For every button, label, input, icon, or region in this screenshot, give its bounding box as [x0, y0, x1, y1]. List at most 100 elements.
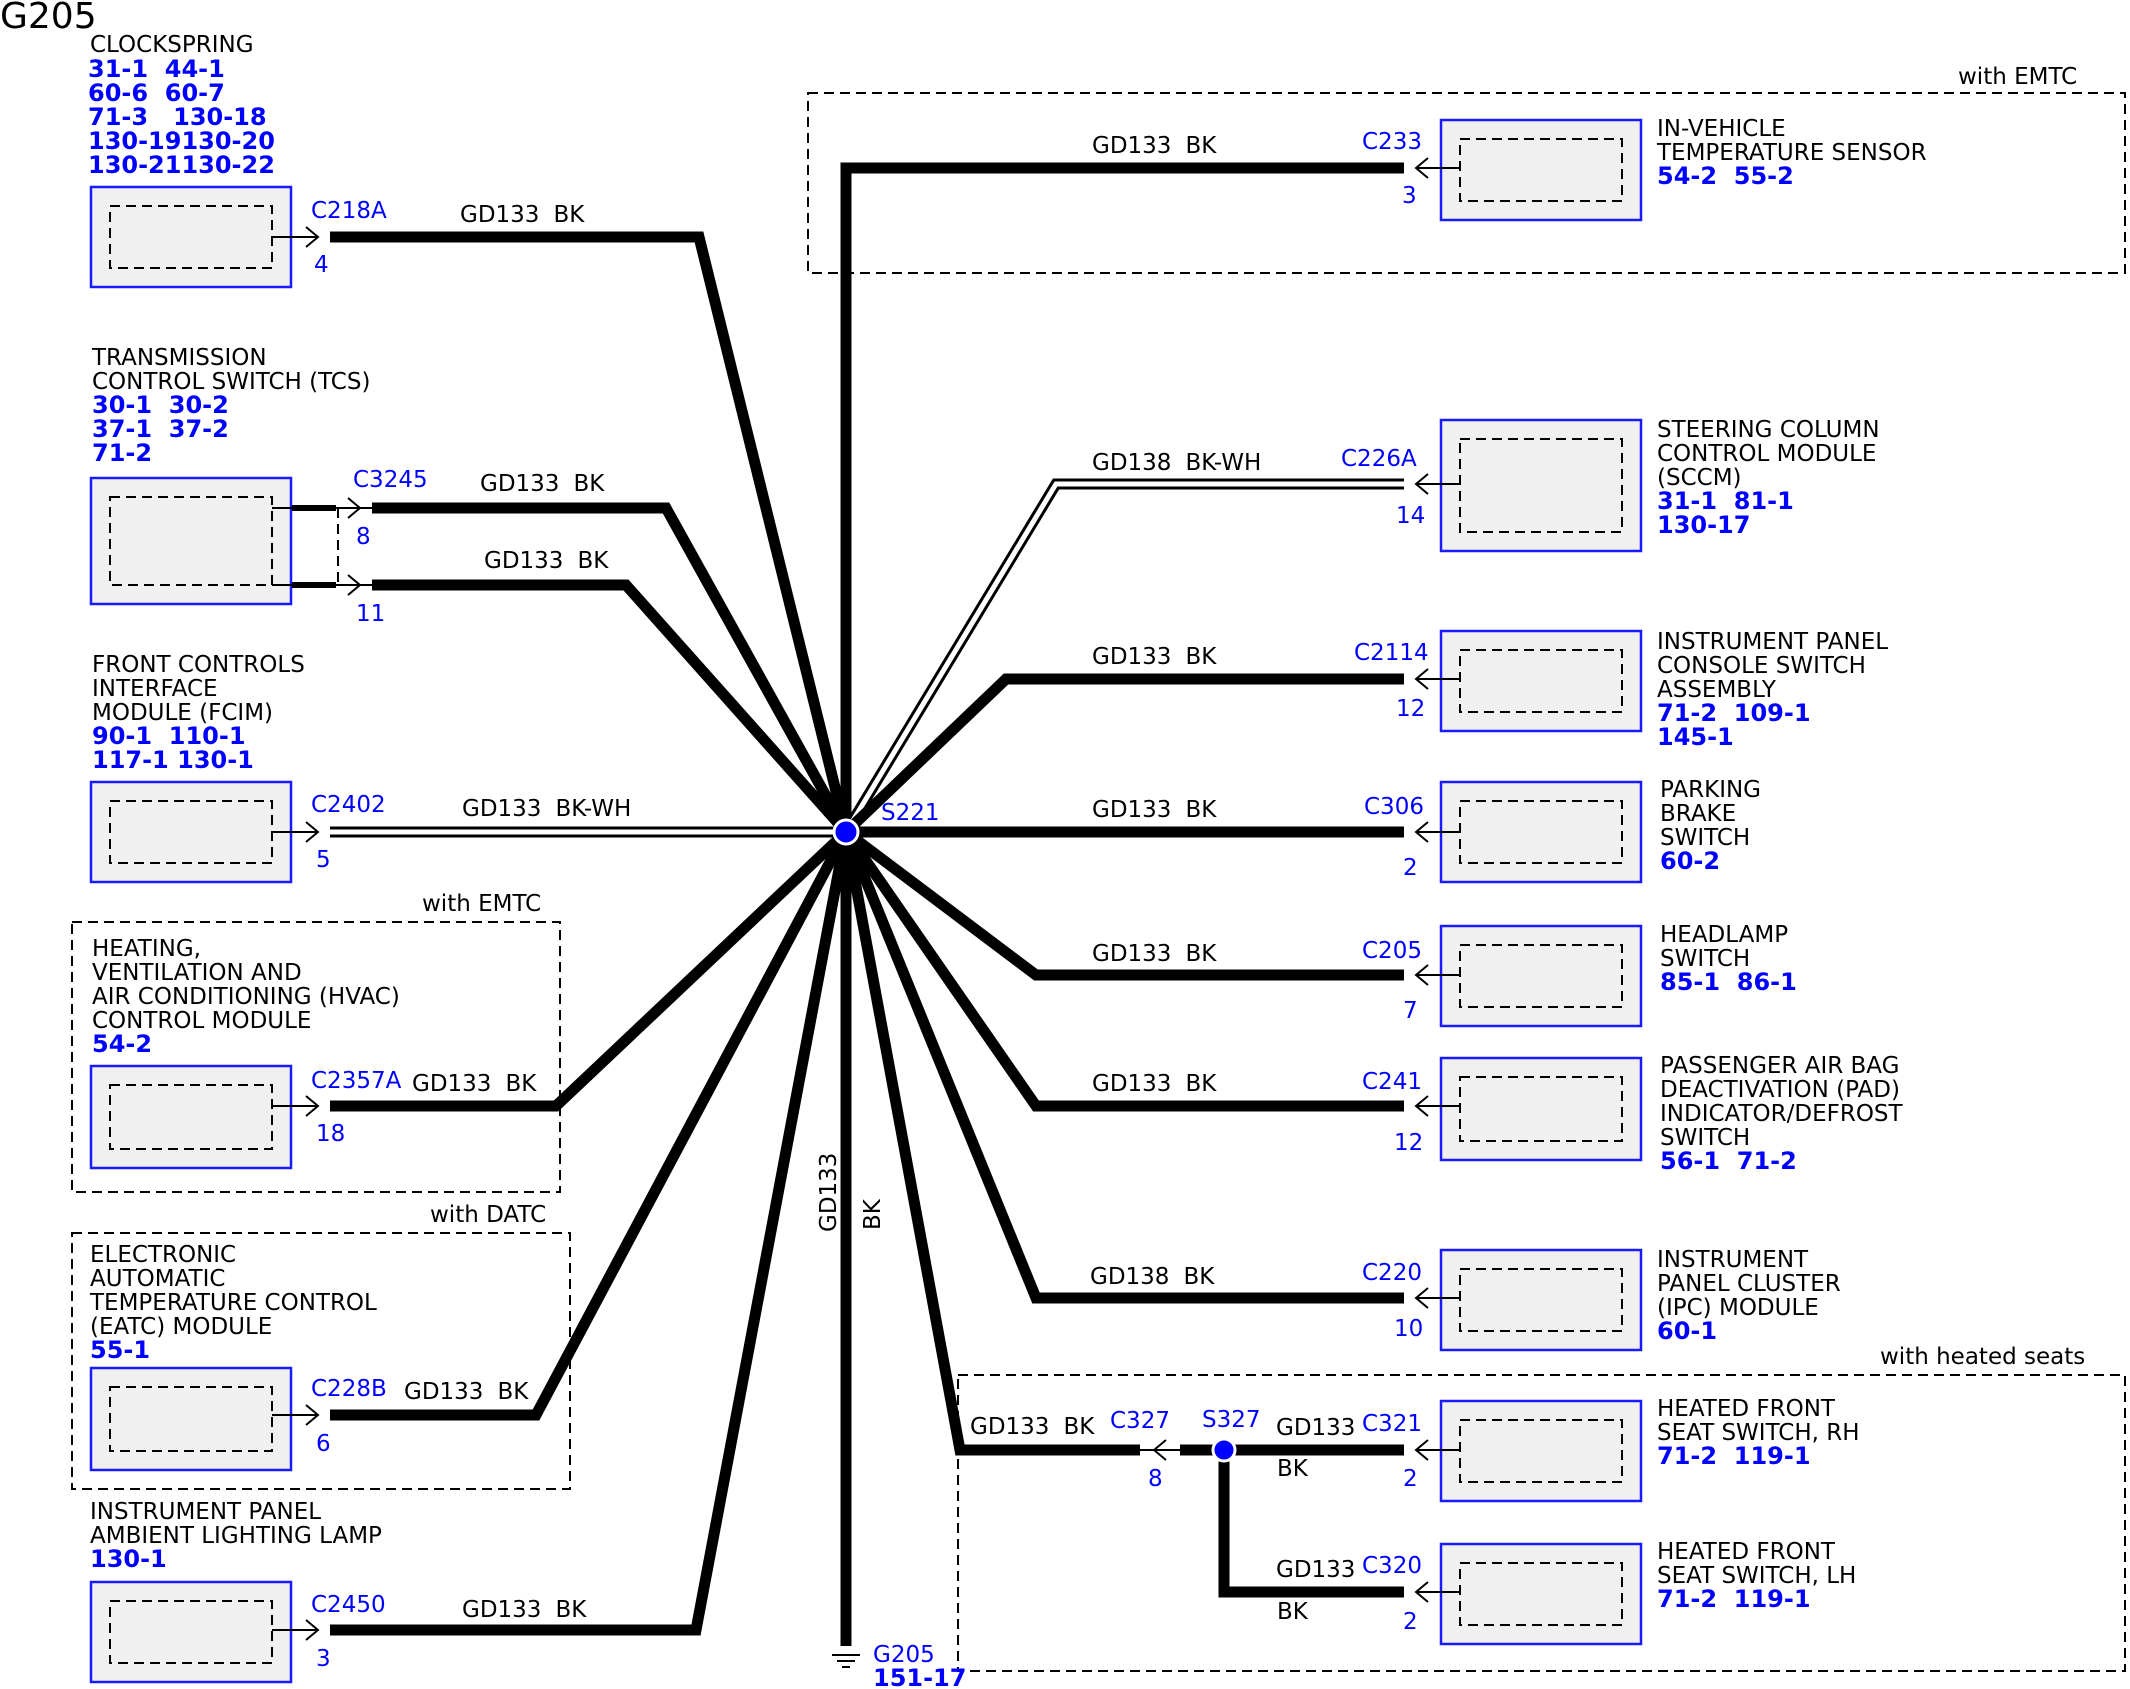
reference-line[interactable]: 56-1 71-2 [1660, 1147, 1797, 1175]
pin-arrow-icon [305, 821, 320, 843]
wire-hvac[interactable] [330, 828, 850, 1112]
reference-line[interactable]: 90-1 110-1 [92, 722, 246, 750]
reference-line[interactable]: 31-1 81-1 [1657, 487, 1794, 515]
wire-ipc[interactable] [840, 829, 1404, 1304]
reference-line[interactable]: 85-1 86-1 [1660, 968, 1797, 996]
pin-arrow-icon [305, 1095, 320, 1117]
component-name-line: INTERFACE [92, 676, 218, 702]
component-name-line: MODULE (FCIM) [92, 700, 273, 726]
wire-clockspring[interactable] [330, 231, 852, 834]
connector-label: C306 [1364, 794, 1424, 820]
pin-arrow-icon [1414, 821, 1429, 843]
wire-tcs-8[interactable] [372, 502, 851, 835]
pin-arrow-icon [305, 1619, 320, 1641]
option-label-datc: with DATC [430, 1202, 546, 1228]
component-heated-front-seat-switch-lh: C320 2 GD133 BK HEATED FRONT SEAT SWITCH… [1276, 1539, 1856, 1646]
reference-line[interactable]: 130-17 [1657, 511, 1750, 539]
reference-line[interactable]: 55-1 [90, 1336, 150, 1364]
component-inner-box [1459, 1268, 1623, 1332]
reference-line[interactable]: 60-2 [1660, 847, 1720, 875]
pin-number: 3 [316, 1646, 331, 1672]
wire-ip-console[interactable] [842, 673, 1404, 836]
wire-ambient-lamp[interactable] [330, 830, 852, 1636]
component-hvac-control-module: HEATING, VENTILATION AND AIR CONDITIONIN… [89, 936, 537, 1170]
component-box [89, 185, 293, 289]
option-label-heated-seats: with heated seats [1880, 1344, 2085, 1370]
reference-line[interactable]: 60-1 [1657, 1317, 1717, 1345]
component-name-line: CONTROL MODULE [92, 1008, 311, 1034]
pin-number: 6 [316, 1431, 331, 1457]
connector-label: C241 [1362, 1069, 1422, 1095]
connector-label: C327 [1110, 1408, 1170, 1434]
pin-number: 12 [1394, 1130, 1423, 1156]
component-name-line: TEMPERATURE SENSOR [1656, 140, 1927, 166]
connector-label: C228B [311, 1376, 387, 1402]
wire-tcs-11[interactable] [372, 579, 851, 836]
component-name-line: HEATED FRONT [1657, 1539, 1836, 1565]
pin-arrow-icon [1414, 964, 1429, 986]
splice-s327[interactable]: S327 [1202, 1407, 1261, 1463]
reference-line[interactable]: 54-2 55-2 [1657, 162, 1794, 190]
component-front-controls-interface-module: FRONT CONTROLS INTERFACE MODULE (FCIM) 9… [89, 652, 631, 884]
pin-arrow-icon [305, 226, 320, 248]
wire-in-vehicle-sensor[interactable] [840, 162, 1404, 832]
component-name-line: CLOCKSPRING [90, 32, 254, 58]
wire-to-c327[interactable] [840, 831, 1140, 1456]
reference-line[interactable]: 71-2 119-1 [1657, 1585, 1811, 1613]
wire-seat-lh[interactable] [1218, 1450, 1404, 1598]
component-name-line: INDICATOR/DEFROST [1660, 1101, 1904, 1127]
wire-pad[interactable] [841, 828, 1404, 1112]
component-name-line: TRANSMISSION [91, 345, 267, 371]
wire-headlamp[interactable] [842, 827, 1404, 981]
conductors [330, 162, 1404, 1646]
pin-number: 4 [314, 252, 329, 278]
component-name-line: ELECTRONIC [90, 1242, 236, 1268]
reference-line[interactable]: 145-1 [1657, 723, 1734, 751]
diagram-title: G205 [0, 0, 97, 37]
reference-line[interactable]: 130-1 [90, 1545, 167, 1573]
reference-line[interactable]: 71-2 [92, 439, 152, 467]
splice-s221[interactable]: S221 [832, 800, 940, 846]
pin-number: 14 [1396, 503, 1425, 529]
component-box [1439, 780, 1643, 884]
reference-line[interactable]: 30-1 30-2 [92, 391, 229, 419]
component-box [1439, 418, 1643, 553]
ground-wire-label: GD133 BK [816, 1153, 886, 1232]
component-name-line: ASSEMBLY [1657, 677, 1777, 703]
component-inner-box [109, 1600, 273, 1664]
reference-line[interactable]: 37-1 37-2 [92, 415, 229, 443]
component-name-line: CONTROL SWITCH (TCS) [92, 369, 370, 395]
pin-arrow-icon [305, 1404, 320, 1426]
reference-line[interactable]: 71-2 109-1 [1657, 699, 1811, 727]
reference-line[interactable]: 71-2 119-1 [1657, 1442, 1811, 1470]
reference-line[interactable]: 130-19130-20 [88, 127, 275, 155]
pin-arrow-icon [1414, 1095, 1429, 1117]
reference-line[interactable]: 151-17 [873, 1664, 966, 1689]
reference-line[interactable]: 130-21130-22 [88, 151, 275, 179]
component-name-line: AUTOMATIC [90, 1266, 225, 1292]
component-box [1439, 1248, 1643, 1352]
ground-g205[interactable]: G205 151-17 [832, 1642, 966, 1689]
component-name-line: FRONT CONTROLS [92, 652, 305, 678]
reference-line[interactable]: 60-6 60-7 [88, 79, 225, 107]
reference-line[interactable]: 117-1 130-1 [92, 746, 254, 774]
reference-line[interactable]: 71-3 130-18 [88, 103, 267, 131]
component-box [1439, 118, 1643, 222]
reference-line[interactable]: 54-2 [92, 1030, 152, 1058]
component-name-line: SWITCH [1660, 1125, 1750, 1151]
component-name-line: PARKING [1660, 777, 1761, 803]
component-name-line: HEADLAMP [1660, 922, 1788, 948]
component-name-line: INSTRUMENT [1657, 1247, 1809, 1273]
reference-line[interactable]: 31-1 44-1 [88, 55, 225, 83]
wire-eatc[interactable] [330, 829, 851, 1421]
